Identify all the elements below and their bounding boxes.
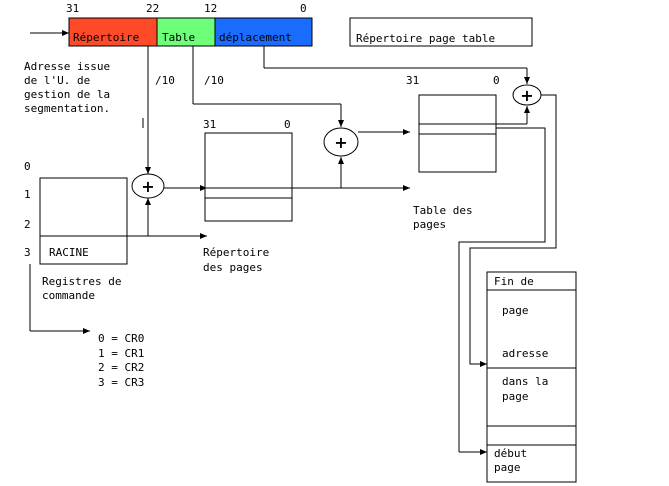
bit-22-label: 22 [146,2,159,15]
legend-box-label: Répertoire page table [356,32,495,45]
directory-bit-0: 0 [284,118,291,131]
source-note-line-1: Adresse issue [24,60,110,73]
cr1-mapping: 1 = CR1 [98,347,144,360]
source-note-line-2: de l'U. de [24,74,90,87]
directory-caption-line-2: des pages [203,261,263,274]
page-label-2: page [502,390,529,403]
adder-directory-plus: + [141,177,154,196]
page-directory-box [204,132,293,222]
table-caption-line-1: Table des [413,204,473,217]
field-table [156,17,216,47]
register-row-3: 3 [24,246,31,259]
register-row-2: 2 [24,218,31,231]
cr0-mapping: 0 = CR0 [98,332,144,345]
page-label-3: page [494,461,521,474]
cr3-mapping: 3 = CR3 [98,376,144,389]
bit-31-label: 31 [66,2,79,15]
adder-table [323,127,359,157]
racine-label: RACINE [49,246,89,259]
field-table-label: Table [162,31,195,44]
field-deplacement-label: déplacement [219,31,292,44]
source-note-line-4: segmentation. [24,102,110,115]
bit-0-label: 0 [300,2,307,15]
bit-12-label: 12 [204,2,217,15]
adder-page-plus: + [520,86,533,105]
page-address-label: adresse [502,347,548,360]
legend-box [349,17,533,47]
page-start-label: début [494,447,527,460]
table-bit-31: 31 [406,74,419,87]
register-row-0: 0 [24,160,31,173]
source-note-line-3: gestion de la [24,88,110,101]
page-in-label: dans la [502,375,548,388]
page-base-path [458,127,546,452]
field-repertoire [68,17,158,47]
directory-bit-31: 31 [203,118,216,131]
shift-label-directory: /10 [155,74,175,87]
page-end-label: Fin de [494,275,534,288]
registers-caption-line-1: Registres de [42,275,121,288]
page-label-1: page [502,304,529,317]
page-frame-box [486,271,577,483]
directory-caption-line-1: Répertoire [203,246,269,259]
table-caption-line-2: pages [413,218,446,231]
control-registers-box [39,177,128,265]
table-bit-0: 0 [493,74,500,87]
field-repertoire-label: Répertoire [73,31,139,44]
cr2-mapping: 2 = CR2 [98,361,144,374]
adder-table-plus: + [334,133,347,152]
register-row-1: 1 [24,188,31,201]
shift-label-table: /10 [204,74,224,87]
registers-caption-line-2: commande [42,289,95,302]
